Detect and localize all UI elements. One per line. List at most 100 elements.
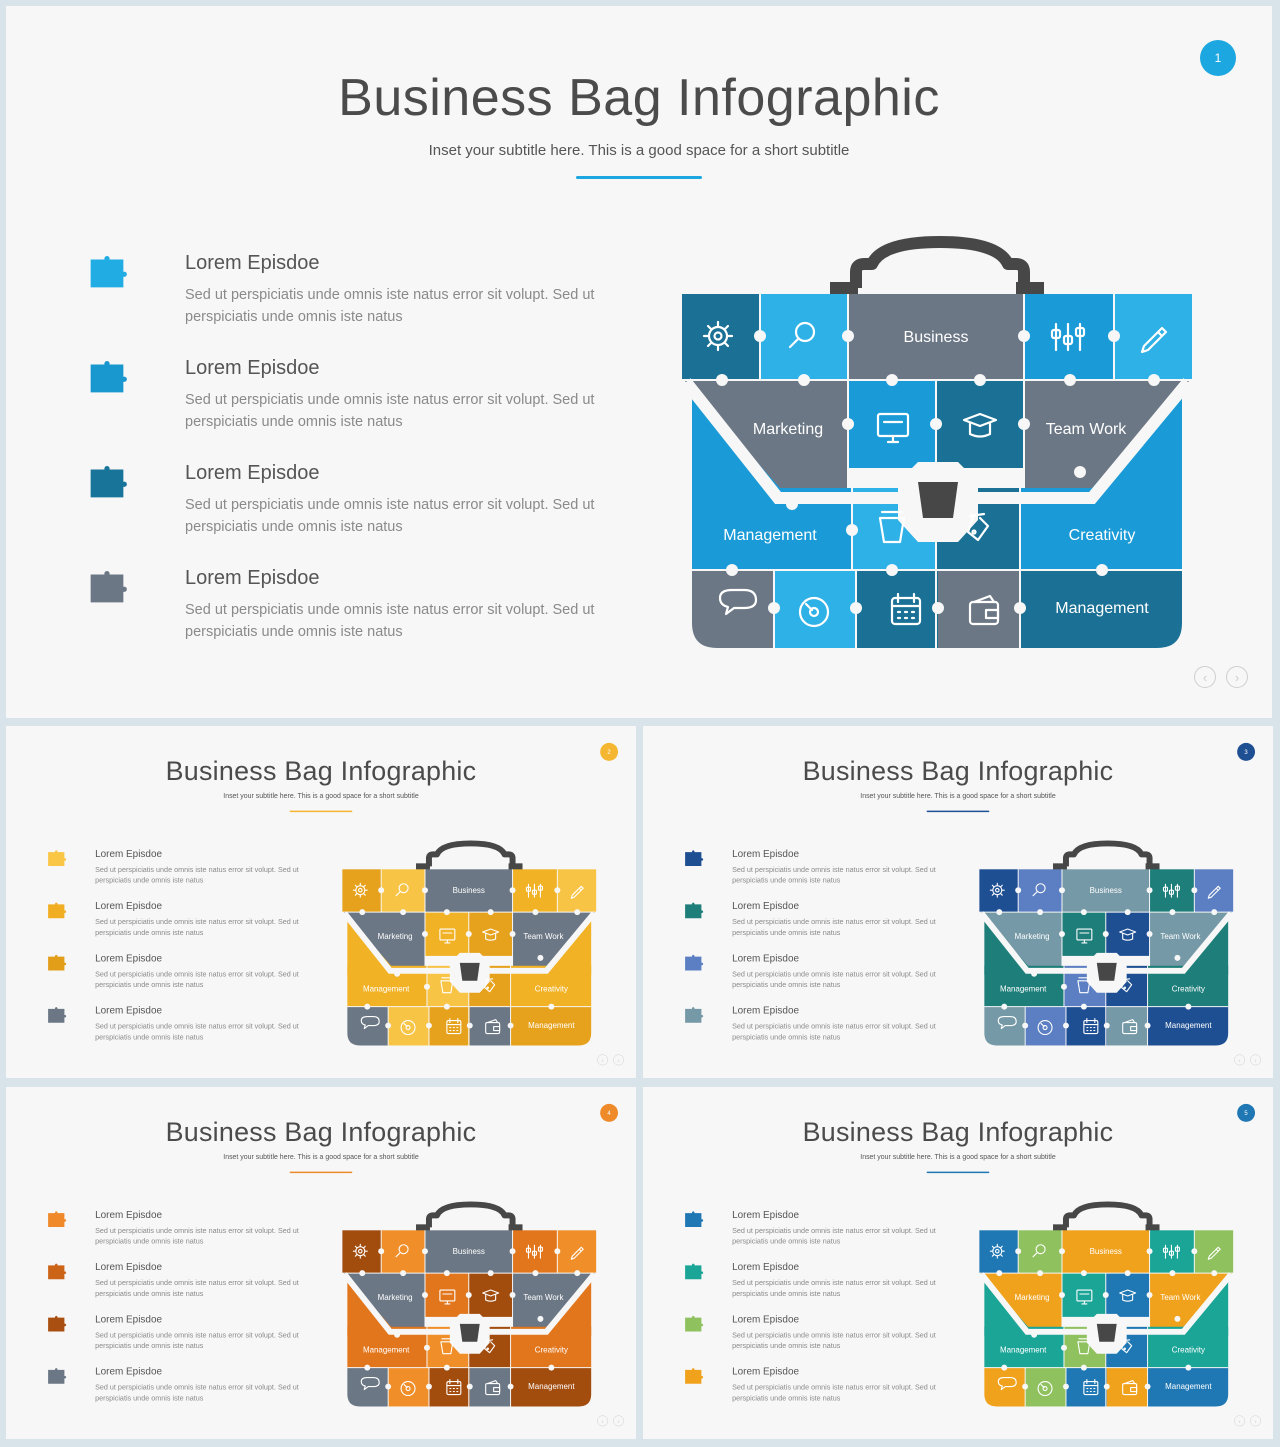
graduation-cap-icon <box>962 412 998 438</box>
search-icon <box>788 321 816 349</box>
previous-slide-button[interactable]: ‹ <box>1194 666 1216 688</box>
gear-icon <box>352 1243 368 1259</box>
bag-label-business: Business <box>453 1247 485 1256</box>
disc-icon <box>400 1020 416 1036</box>
sliders-icon <box>525 883 543 898</box>
business-bag-infographic: Business Marketing Team Work Management … <box>979 1201 1234 1407</box>
management-2-tile <box>510 1006 592 1046</box>
next-slide-button[interactable]: › <box>613 1054 625 1066</box>
next-slide-button[interactable]: › <box>1250 1415 1262 1427</box>
briefcase-handle-icon <box>1053 1201 1160 1233</box>
chat-bubble-icon <box>360 1377 380 1391</box>
slide-3[interactable]: Business Bag Infographic Inset your subt… <box>643 726 1273 1078</box>
bag-label-management: Management <box>723 527 817 544</box>
search-tile <box>760 294 848 380</box>
bag-label-management-2: Management <box>1165 1382 1212 1391</box>
wallet-icon <box>968 594 1000 626</box>
item-text: Sed ut perspiciatis unde omnis iste natu… <box>185 602 595 640</box>
business-tile <box>424 1230 513 1274</box>
graduation-tile <box>1105 1273 1150 1317</box>
previous-slide-button[interactable]: ‹ <box>597 1054 609 1066</box>
slide-5[interactable]: Business Bag Infographic Inset your subt… <box>643 1087 1273 1439</box>
item-title: Lorem Episdoe <box>732 1209 800 1221</box>
previous-slide-button[interactable]: ‹ <box>1234 1415 1246 1427</box>
bag-label-management-2: Management <box>1165 1021 1212 1030</box>
pencil-icon <box>1207 885 1221 899</box>
next-slide-button[interactable]: › <box>1226 666 1248 688</box>
bag-label-business: Business <box>904 329 969 346</box>
slide-title: Business Bag Infographic <box>165 756 477 787</box>
slide-1[interactable]: Business Bag Infographic Inset your subt… <box>6 6 1272 718</box>
list-item: Lorem Episdoe Sed ut perspiciatis unde o… <box>44 950 323 995</box>
list-item: Lorem Episdoe Sed ut perspiciatis unde o… <box>44 898 323 943</box>
search-icon <box>395 1244 409 1258</box>
puzzle-piece-icon <box>48 1315 67 1332</box>
item-title: Lorem Episdoe <box>95 900 163 912</box>
title-underline <box>289 1171 353 1174</box>
list-item: Lorem Episdoe Sed ut perspiciatis unde o… <box>82 456 642 546</box>
item-title: Lorem Episdoe <box>95 1366 163 1378</box>
disc-icon <box>1037 1381 1053 1397</box>
flask-icon <box>484 978 496 993</box>
slide-4[interactable]: Business Bag Infographic Inset your subt… <box>6 1087 636 1439</box>
bag-label-marketing: Marketing <box>753 421 823 438</box>
slide-2[interactable]: Business Bag Infographic Inset your subt… <box>6 726 636 1078</box>
puzzle-piece-icon <box>48 902 67 919</box>
title-underline <box>576 176 702 179</box>
business-tile <box>848 294 1024 380</box>
business-bag-infographic: Business Marketing Team Work Management … <box>342 840 597 1046</box>
pencil-icon <box>1207 1246 1221 1260</box>
next-slide-button[interactable]: › <box>1250 1054 1262 1066</box>
puzzle-piece-icon <box>48 850 67 867</box>
briefcase-handle-icon <box>1053 840 1160 872</box>
chat-bubble-icon <box>360 1016 380 1030</box>
business-tile <box>1061 869 1150 913</box>
calendar-icon <box>446 1018 462 1035</box>
graduation-cap-icon <box>482 1289 500 1302</box>
puzzle-piece-icon <box>685 1263 704 1280</box>
search-icon <box>1032 1244 1046 1258</box>
item-text: Sed ut perspiciatis unde omnis iste natu… <box>732 865 936 885</box>
item-title: Lorem Episdoe <box>185 567 320 589</box>
page-number-badge: 5 <box>1237 1103 1256 1122</box>
list-item: Lorem Episdoe Sed ut perspiciatis unde o… <box>681 1259 960 1304</box>
item-title: Lorem Episdoe <box>95 1209 163 1221</box>
item-title: Lorem Episdoe <box>185 357 320 379</box>
cup-icon <box>1077 977 1091 994</box>
slide-subtitle: Inset your subtitle here. This is a good… <box>428 142 850 159</box>
item-text: Sed ut perspiciatis unde omnis iste natu… <box>732 1279 936 1298</box>
team-work-tile <box>512 1273 596 1327</box>
item-text: Sed ut perspiciatis unde omnis iste natu… <box>732 1022 936 1042</box>
graduation-cap-icon <box>482 928 500 941</box>
item-text: Sed ut perspiciatis unde omnis iste natu… <box>732 918 936 937</box>
calendar-icon <box>1083 1379 1099 1396</box>
bag-label-management-2: Management <box>528 1021 575 1030</box>
item-text: Sed ut perspiciatis unde omnis iste natu… <box>732 970 936 990</box>
gear-icon <box>702 320 734 352</box>
monitor-icon <box>439 1289 456 1305</box>
item-title: Lorem Episdoe <box>95 1261 163 1273</box>
next-slide-button[interactable]: › <box>613 1415 625 1427</box>
management-2-tile <box>1020 570 1182 648</box>
briefcase-handle-icon <box>416 1201 523 1233</box>
slide-title: Business Bag Infographic <box>165 1117 477 1148</box>
monitor-icon <box>876 412 910 444</box>
graduation-tile <box>468 912 513 956</box>
item-title: Lorem Episdoe <box>732 952 800 964</box>
item-text: Sed ut perspiciatis unde omnis iste natu… <box>185 497 595 535</box>
bag-lock <box>449 952 490 993</box>
wallet-tile <box>1106 1367 1148 1407</box>
item-text: Sed ut perspiciatis unde omnis iste natu… <box>185 287 595 325</box>
team-work-tile <box>512 912 596 966</box>
previous-slide-button[interactable]: ‹ <box>597 1415 609 1427</box>
previous-slide-button[interactable]: ‹ <box>1234 1054 1246 1066</box>
item-text: Sed ut perspiciatis unde omnis iste natu… <box>95 1022 299 1042</box>
item-text: Sed ut perspiciatis unde omnis iste natu… <box>95 918 299 937</box>
bag-label-management: Management <box>363 1346 410 1355</box>
page-number-badge: 1 <box>1200 40 1236 76</box>
item-title: Lorem Episdoe <box>95 952 163 964</box>
list-item: Lorem Episdoe Sed ut perspiciatis unde o… <box>44 1363 323 1408</box>
bag-lock <box>449 1313 490 1354</box>
item-text: Sed ut perspiciatis unde omnis iste natu… <box>95 865 299 885</box>
slide-subtitle: Inset your subtitle here. This is a good… <box>223 1152 419 1161</box>
